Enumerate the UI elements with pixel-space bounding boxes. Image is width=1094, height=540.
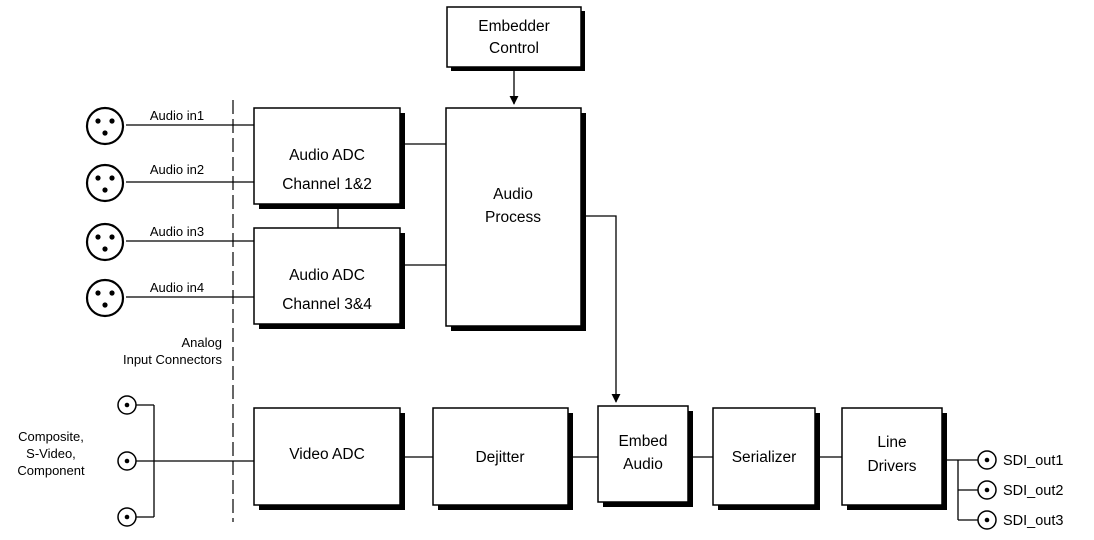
block-dejitter: Dejitter (432, 407, 573, 510)
bnc-connector-icon (117, 395, 137, 415)
sdi-out1-label: SDI_out1 (1003, 453, 1063, 469)
block-audio-adc-3-4: Audio ADC Channel 3&4 (253, 227, 405, 329)
block-adc12-line1: Audio ADC (289, 147, 365, 164)
block-line-drivers-line2: Drivers (867, 458, 916, 475)
block-audio-process-line1: Audio (493, 186, 533, 203)
xlr-connector-icon (85, 106, 125, 146)
video-label-line3: Component (17, 463, 85, 478)
block-audio-adc-1-2: Audio ADC Channel 1&2 (253, 107, 405, 209)
xlr-connector-icon (85, 163, 125, 203)
analog-label-line1: Analog (182, 335, 222, 350)
video-label-line2: S-Video, (26, 446, 76, 461)
block-serializer: Serializer (712, 407, 820, 510)
block-adc12-line2: Channel 1&2 (282, 176, 372, 193)
wires (126, 67, 978, 521)
block-adc34-line1: Audio ADC (289, 267, 365, 284)
block-adc34-line2: Channel 3&4 (282, 296, 372, 313)
audio-in1-label: Audio in1 (150, 108, 204, 123)
block-embedder-control-line1: Embedder (478, 18, 550, 35)
block-video-adc-label: Video ADC (289, 446, 365, 463)
block-embedder-control: Embedder Control (446, 6, 585, 71)
analog-label-line2: Input Connectors (123, 352, 223, 367)
block-dejitter-label: Dejitter (475, 449, 524, 466)
block-serializer-label: Serializer (732, 449, 797, 466)
bnc-connector-icon (117, 507, 137, 527)
xlr-connector-icon (85, 278, 125, 318)
block-audio-process: Audio Process (445, 107, 586, 331)
bnc-connector-icon (977, 480, 997, 500)
sdi-out2-label: SDI_out2 (1003, 483, 1063, 499)
bnc-connector-icon (977, 450, 997, 470)
audio-in2-label: Audio in2 (150, 162, 204, 177)
audio-in4-label: Audio in4 (150, 280, 204, 295)
block-embedder-control-line2: Control (489, 40, 539, 57)
bnc-connector-icon (977, 510, 997, 530)
xlr-connector-icon (85, 222, 125, 262)
audio-in3-label: Audio in3 (150, 224, 204, 239)
block-embed-audio-line2: Audio (623, 456, 663, 473)
block-embed-audio: Embed Audio (597, 405, 693, 507)
block-video-adc: Video ADC (253, 407, 405, 510)
block-embed-audio-line1: Embed (618, 433, 667, 450)
video-label-line1: Composite, (18, 429, 84, 444)
block-line-drivers-line1: Line (877, 434, 906, 451)
sdi-out3-label: SDI_out3 (1003, 513, 1063, 529)
block-line-drivers: Line Drivers (841, 407, 947, 510)
bnc-connector-icon (117, 451, 137, 471)
block-audio-process-line2: Process (485, 209, 541, 226)
